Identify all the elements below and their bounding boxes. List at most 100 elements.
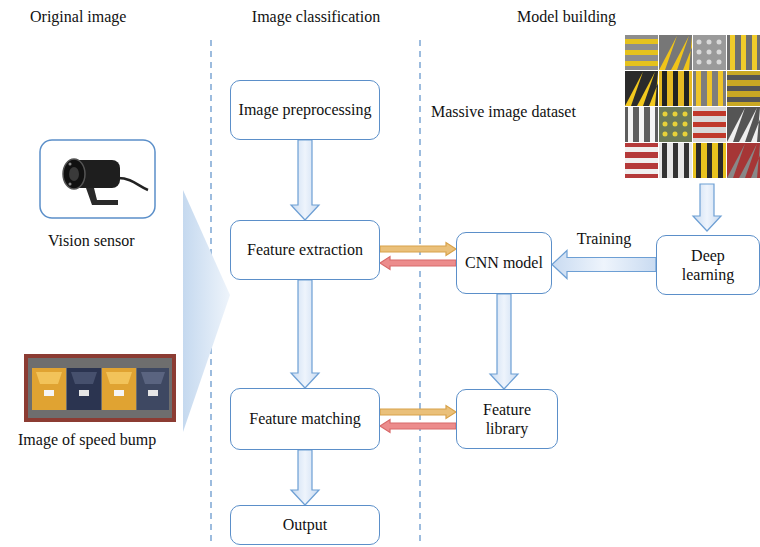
tile-stripe: [693, 122, 726, 127]
tile-stripe: [650, 107, 655, 142]
process-box: Feature extraction: [230, 220, 380, 280]
tile-stripe: [718, 143, 723, 178]
bump-reflector: [44, 390, 54, 396]
tile-stripe: [625, 39, 658, 44]
tile-stripe: [727, 86, 760, 91]
dataset-tile: [727, 35, 760, 70]
camera-cable: [118, 178, 148, 190]
tile-stripe: [649, 72, 658, 106]
speed-bump-photo: [24, 354, 176, 422]
column-header: Original image: [30, 7, 126, 26]
tile-dot: [717, 50, 722, 55]
dataset-tile: [659, 35, 692, 70]
tile-dot: [683, 122, 688, 127]
tile-dot: [707, 60, 712, 65]
flow-arrow: [291, 280, 319, 388]
tile-dot: [663, 132, 668, 137]
flow-arrow: [291, 140, 319, 220]
tile-ground: [659, 143, 692, 178]
tile-ground: [659, 107, 692, 142]
dataset-tile: [625, 35, 658, 70]
camera-led: [69, 183, 72, 186]
box-label: Deep learning: [663, 246, 753, 284]
bump-ridge: [36, 372, 62, 384]
tile-dot: [697, 50, 702, 55]
tile-ground: [693, 143, 726, 178]
caption-label: Vision sensor: [48, 231, 135, 250]
tile-dot: [663, 112, 668, 117]
tile-stripe: [639, 107, 644, 142]
tile-stripe: [625, 50, 658, 55]
box-label: Image preprocessing: [239, 100, 372, 119]
tile-dot: [697, 40, 702, 45]
tile-ground: [659, 35, 692, 70]
bump-segment: [32, 368, 66, 410]
caption-label: Massive image dataset: [431, 102, 576, 121]
dataset-mosaic: [625, 35, 760, 178]
tile-stripe: [673, 71, 678, 106]
bump-segment: [67, 368, 101, 410]
tile-stripe: [662, 143, 667, 178]
flow-arrow: [380, 420, 456, 433]
tile-stripe: [693, 133, 726, 138]
tile-stripe: [751, 108, 760, 142]
box-label: Feature extraction: [247, 240, 363, 259]
tile-ground: [625, 143, 658, 178]
tile-dot: [673, 112, 678, 117]
tile-stripe: [625, 169, 658, 174]
tile-ground: [625, 107, 658, 142]
bump-ridge: [141, 372, 165, 384]
dataset-tile: [625, 143, 658, 178]
flow-arrow: [552, 251, 656, 279]
tile-dot: [697, 60, 702, 65]
tile-stripe: [625, 158, 658, 163]
tile-dot: [663, 122, 668, 127]
tile-dot: [673, 122, 678, 127]
flow-arrow: [380, 243, 456, 256]
tile-dot: [683, 112, 688, 117]
tile-stripe: [751, 144, 760, 178]
tile-stripe: [696, 71, 701, 106]
box-label: CNN model: [465, 253, 543, 272]
tile-stripe: [730, 35, 735, 70]
dataset-tile: [727, 71, 760, 106]
tile-stripe: [625, 61, 658, 66]
dataset-tile: [727, 143, 760, 178]
tile-ground: [693, 107, 726, 142]
dataset-tile: [659, 107, 692, 142]
column-divider: [419, 40, 420, 545]
box-label: Feature library: [463, 400, 551, 438]
tile-ground: [727, 143, 760, 178]
camera-icon: [63, 159, 148, 205]
dataset-arrow: [693, 184, 721, 231]
flow-arrow: [291, 450, 319, 505]
tile-ground: [727, 35, 760, 70]
box-label: Output: [283, 515, 327, 534]
tile-stripe: [683, 36, 692, 70]
bump-segment: [137, 368, 169, 410]
tile-stripe: [625, 147, 658, 152]
dataset-tile: [625, 71, 658, 106]
dataset-tile: [659, 143, 692, 178]
process-box: Output: [230, 505, 380, 545]
tile-ground: [659, 71, 692, 106]
sensor-frame: [40, 140, 155, 218]
tile-ground: [727, 107, 760, 142]
column-header: Model building: [517, 7, 616, 26]
bump-ridge: [71, 372, 97, 384]
process-box: Image preprocessing: [230, 80, 380, 140]
tile-stripe: [696, 143, 701, 178]
tile-stripe: [684, 143, 689, 178]
edge-label: Training: [575, 229, 634, 248]
tile-ground: [727, 71, 760, 106]
tile-dot: [707, 50, 712, 55]
tile-stripe: [727, 97, 760, 102]
tile-ground: [625, 35, 658, 70]
tile-dot: [717, 60, 722, 65]
tile-stripe: [707, 71, 712, 106]
process-box: Feature matching: [230, 388, 380, 450]
dataset-tile: [693, 143, 726, 178]
bump-reflector: [148, 390, 158, 396]
bump-ridge: [106, 372, 132, 384]
